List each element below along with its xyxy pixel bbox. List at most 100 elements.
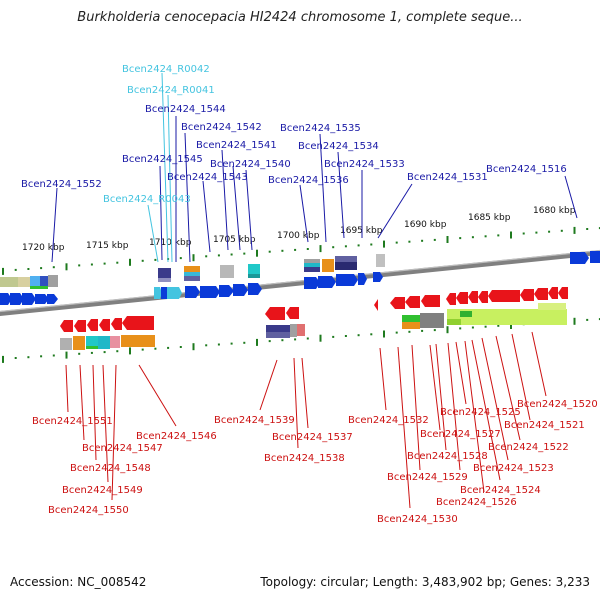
gene-arrow[interactable]: [60, 320, 73, 332]
gene-arrow[interactable]: [446, 293, 456, 305]
gene-arrow[interactable]: [405, 296, 420, 308]
gene-arrow[interactable]: [318, 276, 336, 288]
gene-arrow[interactable]: [185, 286, 200, 298]
gene-arrow[interactable]: [488, 290, 520, 302]
gene-feature[interactable]: [18, 277, 30, 287]
gene-arrow[interactable]: [74, 320, 86, 332]
gene-label[interactable]: Bcen2424_1551: [32, 416, 113, 427]
gene-feature[interactable]: [248, 274, 260, 278]
gene-label[interactable]: Bcen2424_1543: [167, 172, 248, 183]
gene-arrow[interactable]: [200, 286, 220, 298]
gene-feature[interactable]: [110, 336, 120, 348]
gene-label[interactable]: Bcen2424_R0041: [127, 85, 215, 96]
gene-label[interactable]: Bcen2424_1544: [145, 104, 226, 115]
gene-arrow[interactable]: [22, 293, 36, 305]
gene-arrow[interactable]: [122, 316, 154, 330]
gene-feature[interactable]: [335, 262, 357, 270]
gene-arrow[interactable]: [558, 287, 568, 299]
gene-label[interactable]: Bcen2424_1546: [136, 431, 217, 442]
gene-arrow[interactable]: [248, 283, 262, 295]
gene-feature[interactable]: [40, 276, 48, 287]
gene-feature[interactable]: [420, 313, 444, 328]
gene-feature[interactable]: [322, 259, 334, 272]
gene-label[interactable]: Bcen2424_1536: [268, 175, 349, 186]
gene-arrow[interactable]: [87, 319, 98, 331]
gene-label[interactable]: Bcen2424_1540: [210, 159, 291, 170]
gene-label[interactable]: Bcen2424_1549: [62, 485, 143, 496]
gene-feature[interactable]: [460, 311, 472, 317]
gene-arrow[interactable]: [304, 277, 320, 289]
gene-arrow[interactable]: [456, 292, 468, 304]
gene-feature[interactable]: [220, 265, 234, 278]
gene-arrow[interactable]: [390, 297, 405, 309]
gene-feature[interactable]: [266, 325, 290, 332]
gene-feature[interactable]: [447, 319, 461, 325]
gene-arrow[interactable]: [47, 294, 58, 304]
gene-feature[interactable]: [184, 266, 200, 272]
gene-label[interactable]: Bcen2424_1516: [486, 164, 567, 175]
gene-label[interactable]: Bcen2424_1526: [436, 497, 517, 508]
gene-arrow[interactable]: [468, 291, 478, 303]
gene-label[interactable]: Bcen2424_1521: [504, 420, 585, 431]
gene-feature[interactable]: [402, 322, 420, 329]
gene-arrow[interactable]: [265, 307, 285, 320]
gene-feature[interactable]: [158, 268, 171, 278]
gene-feature[interactable]: [184, 276, 200, 281]
gene-label[interactable]: Bcen2424_1547: [82, 443, 163, 454]
gene-label[interactable]: Bcen2424_1545: [122, 154, 203, 165]
gene-label[interactable]: Bcen2424_1552: [21, 179, 102, 190]
gene-arrow[interactable]: [358, 273, 367, 285]
gene-label[interactable]: Bcen2424_R0042: [122, 64, 210, 75]
gene-arrow[interactable]: [374, 299, 378, 311]
gene-feature[interactable]: [538, 303, 566, 310]
gene-arrow[interactable]: [173, 287, 182, 299]
gene-label[interactable]: Bcen2424_1537: [272, 432, 353, 443]
gene-label[interactable]: Bcen2424_1532: [348, 415, 429, 426]
gene-feature[interactable]: [376, 254, 385, 267]
gene-arrow[interactable]: [111, 318, 122, 330]
gene-arrow[interactable]: [10, 293, 24, 305]
gene-label[interactable]: Bcen2424_1533: [324, 159, 405, 170]
gene-arrow[interactable]: [154, 287, 162, 299]
gene-feature[interactable]: [304, 267, 320, 272]
gene-arrow[interactable]: [0, 293, 12, 305]
gene-label[interactable]: Bcen2424_1541: [196, 140, 277, 151]
gene-feature[interactable]: [335, 256, 357, 262]
gene-feature[interactable]: [98, 336, 110, 349]
gene-label[interactable]: Bcen2424_1520: [517, 399, 598, 410]
gene-feature[interactable]: [290, 324, 297, 337]
gene-feature[interactable]: [60, 338, 72, 350]
gene-label[interactable]: Bcen2424_1527: [420, 429, 501, 440]
gene-label[interactable]: Bcen2424_1524: [460, 485, 541, 496]
gene-arrow[interactable]: [478, 291, 488, 303]
gene-arrow[interactable]: [233, 284, 248, 296]
gene-arrow[interactable]: [548, 287, 558, 299]
gene-arrow[interactable]: [99, 319, 110, 331]
gene-label[interactable]: Bcen2424_1528: [407, 451, 488, 462]
gene-arrow[interactable]: [35, 294, 49, 304]
gene-feature[interactable]: [0, 277, 18, 287]
gene-feature[interactable]: [297, 324, 305, 336]
gene-feature[interactable]: [184, 272, 200, 276]
gene-label[interactable]: Bcen2424_1522: [488, 442, 569, 453]
gene-feature[interactable]: [73, 336, 85, 350]
gene-label[interactable]: Bcen2424_1548: [70, 463, 151, 474]
gene-label[interactable]: Bcen2424_1529: [387, 472, 468, 483]
gene-arrow[interactable]: [373, 272, 383, 282]
gene-label[interactable]: Bcen2424_1531: [407, 172, 488, 183]
gene-feature[interactable]: [266, 332, 290, 338]
gene-label[interactable]: Bcen2424_1535: [280, 123, 361, 134]
gene-arrow[interactable]: [534, 288, 548, 300]
gene-arrow[interactable]: [421, 295, 440, 307]
gene-feature[interactable]: [48, 275, 58, 287]
gene-label[interactable]: Bcen2424_1542: [181, 122, 262, 133]
gene-feature[interactable]: [86, 346, 98, 349]
gene-feature[interactable]: [304, 263, 320, 267]
gene-arrow[interactable]: [286, 307, 299, 319]
gene-feature[interactable]: [30, 286, 48, 289]
gene-arrow[interactable]: [520, 289, 534, 301]
gene-label[interactable]: Bcen2424_1550: [48, 505, 129, 516]
gene-label[interactable]: Bcen2424_1530: [377, 514, 458, 525]
gene-feature[interactable]: [304, 259, 320, 263]
gene-feature[interactable]: [402, 315, 420, 322]
